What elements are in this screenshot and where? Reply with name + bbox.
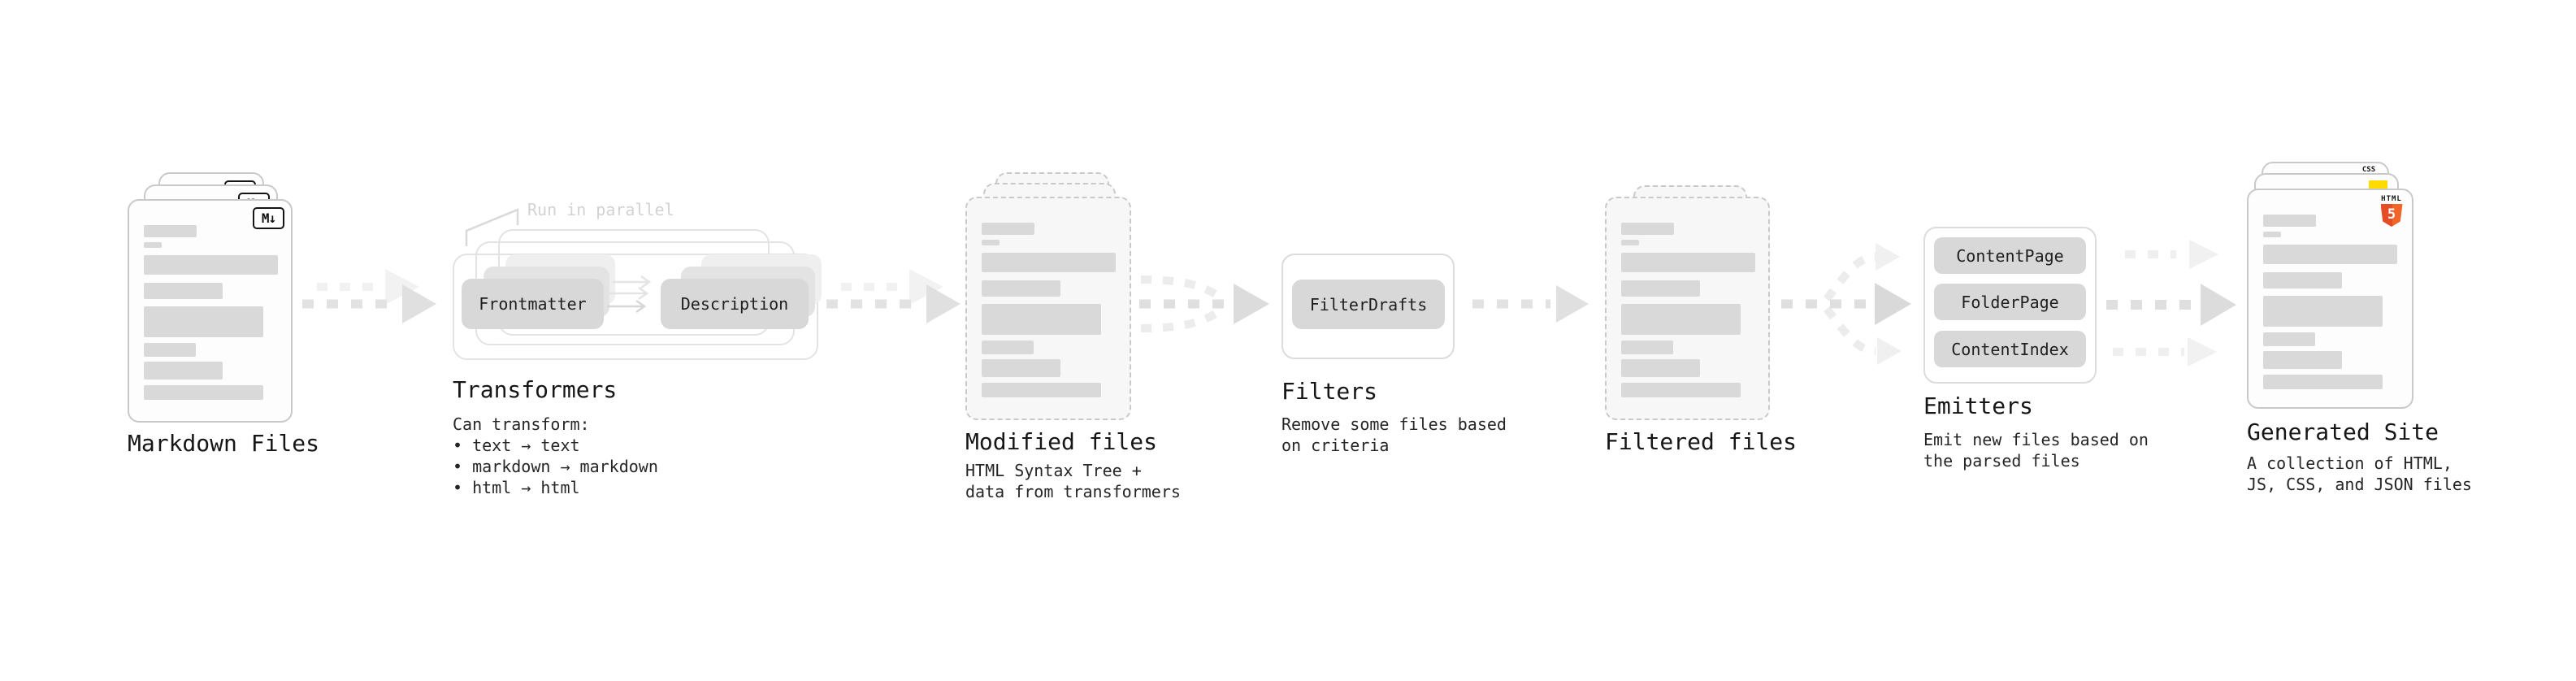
arrow-filtered-to-emitters xyxy=(1781,243,1911,365)
stage-title-emitters: Emitters xyxy=(1923,393,2033,419)
frontmatter-node: Frontmatter xyxy=(462,279,604,329)
text-skeleton-bar xyxy=(2263,351,2342,369)
text-skeleton-bar xyxy=(1621,340,1673,354)
text-skeleton-bar xyxy=(1621,280,1700,297)
stage-title-transformers: Transformers xyxy=(453,376,618,403)
description-line: Remove some files based xyxy=(1281,414,1507,434)
css-label: CSS xyxy=(2361,166,2376,174)
arrow-emitters-to-generated xyxy=(2106,240,2236,367)
text-skeleton-bar xyxy=(144,343,196,357)
arrow-markdown-to-transformers xyxy=(302,269,436,323)
text-skeleton-bar xyxy=(1621,359,1700,377)
description-line: HTML Syntax Tree + xyxy=(965,461,1142,480)
description-node: Description xyxy=(661,279,809,329)
text-skeleton-bar xyxy=(1621,253,1755,272)
folderpage-node: FolderPage xyxy=(1934,284,2086,320)
text-skeleton-bar xyxy=(982,383,1101,397)
markdown-icon: M↓ xyxy=(253,207,284,229)
filters-description: Remove some files based on criteria xyxy=(1281,414,1507,456)
description-line: JS, CSS, and JSON files xyxy=(2247,475,2472,494)
description-line: data from transformers xyxy=(965,482,1181,501)
html5-label: HTML xyxy=(2381,195,2402,203)
text-skeleton-bar xyxy=(2263,332,2315,346)
text-skeleton-bar xyxy=(982,340,1034,354)
text-skeleton-bar xyxy=(144,255,278,275)
stage-title-modified-files: Modified files xyxy=(965,428,1158,455)
text-skeleton-bar xyxy=(144,385,263,400)
modified-files-description: HTML Syntax Tree + data from transformer… xyxy=(965,460,1181,502)
contentindex-node: ContentIndex xyxy=(1934,331,2086,367)
markdown-file-front: M↓ xyxy=(128,199,293,423)
description-line: • html → html xyxy=(453,478,580,497)
text-skeleton-bar xyxy=(2263,232,2281,237)
generated-file-html: HTML 5 xyxy=(2247,189,2413,409)
description-line: on criteria xyxy=(1281,436,1390,455)
filterdrafts-node: FilterDrafts xyxy=(1292,280,1445,329)
html5-shield: 5 xyxy=(2380,204,2403,227)
description-line: • text → text xyxy=(453,436,580,455)
text-skeleton-bar xyxy=(982,280,1060,297)
stage-title-markdown-files: Markdown Files xyxy=(128,430,320,457)
stage-title-filtered-files: Filtered files xyxy=(1605,428,1798,455)
text-skeleton-bar xyxy=(144,242,162,248)
transformer-frame-front xyxy=(453,254,818,360)
contentpage-node: ContentPage xyxy=(1934,237,2086,274)
text-skeleton-bar xyxy=(982,223,1034,235)
text-skeleton-bar xyxy=(982,240,1000,245)
transformers-description: Can transform: • text → text • markdown … xyxy=(453,414,658,498)
text-skeleton-bar xyxy=(1621,304,1741,335)
text-skeleton-bar xyxy=(144,306,263,337)
text-skeleton-bar xyxy=(2263,296,2383,327)
arrow-filters-to-filtered xyxy=(1472,285,1589,323)
run-in-parallel-label: Run in parallel xyxy=(527,200,674,219)
description-line: Emit new files based on xyxy=(1923,430,2149,449)
stage-title-filters: Filters xyxy=(1281,378,1378,405)
description-line: A collection of HTML, xyxy=(2247,453,2452,473)
arrow-transformers-to-modified xyxy=(826,269,961,323)
text-skeleton-bar xyxy=(144,362,223,380)
description-line: the parsed files xyxy=(1923,451,2080,471)
text-skeleton-bar xyxy=(1621,383,1741,397)
text-skeleton-bar xyxy=(982,304,1101,335)
text-skeleton-bar xyxy=(144,225,197,237)
text-skeleton-bar xyxy=(982,359,1060,377)
html5-icon: HTML 5 xyxy=(2379,195,2404,227)
arrow-modified-to-filters xyxy=(1139,275,1269,332)
text-skeleton-bar xyxy=(2263,215,2316,227)
text-skeleton-bar xyxy=(1621,240,1639,245)
text-skeleton-bar xyxy=(2263,245,2397,264)
text-skeleton-bar xyxy=(1621,223,1674,235)
modified-file-front xyxy=(965,197,1131,420)
description-line: • markdown → markdown xyxy=(453,457,658,476)
generated-site-description: A collection of HTML, JS, CSS, and JSON … xyxy=(2247,453,2472,495)
text-skeleton-bar xyxy=(982,253,1116,272)
text-skeleton-bar xyxy=(144,283,223,299)
stage-title-generated-site: Generated Site xyxy=(2247,419,2439,445)
filtered-file-front xyxy=(1605,197,1770,420)
text-skeleton-bar xyxy=(2263,375,2383,389)
text-skeleton-bar xyxy=(2263,272,2342,288)
description-line: Can transform: xyxy=(453,414,590,434)
emitters-description: Emit new files based on the parsed files xyxy=(1923,429,2149,471)
js-icon xyxy=(2369,180,2387,190)
